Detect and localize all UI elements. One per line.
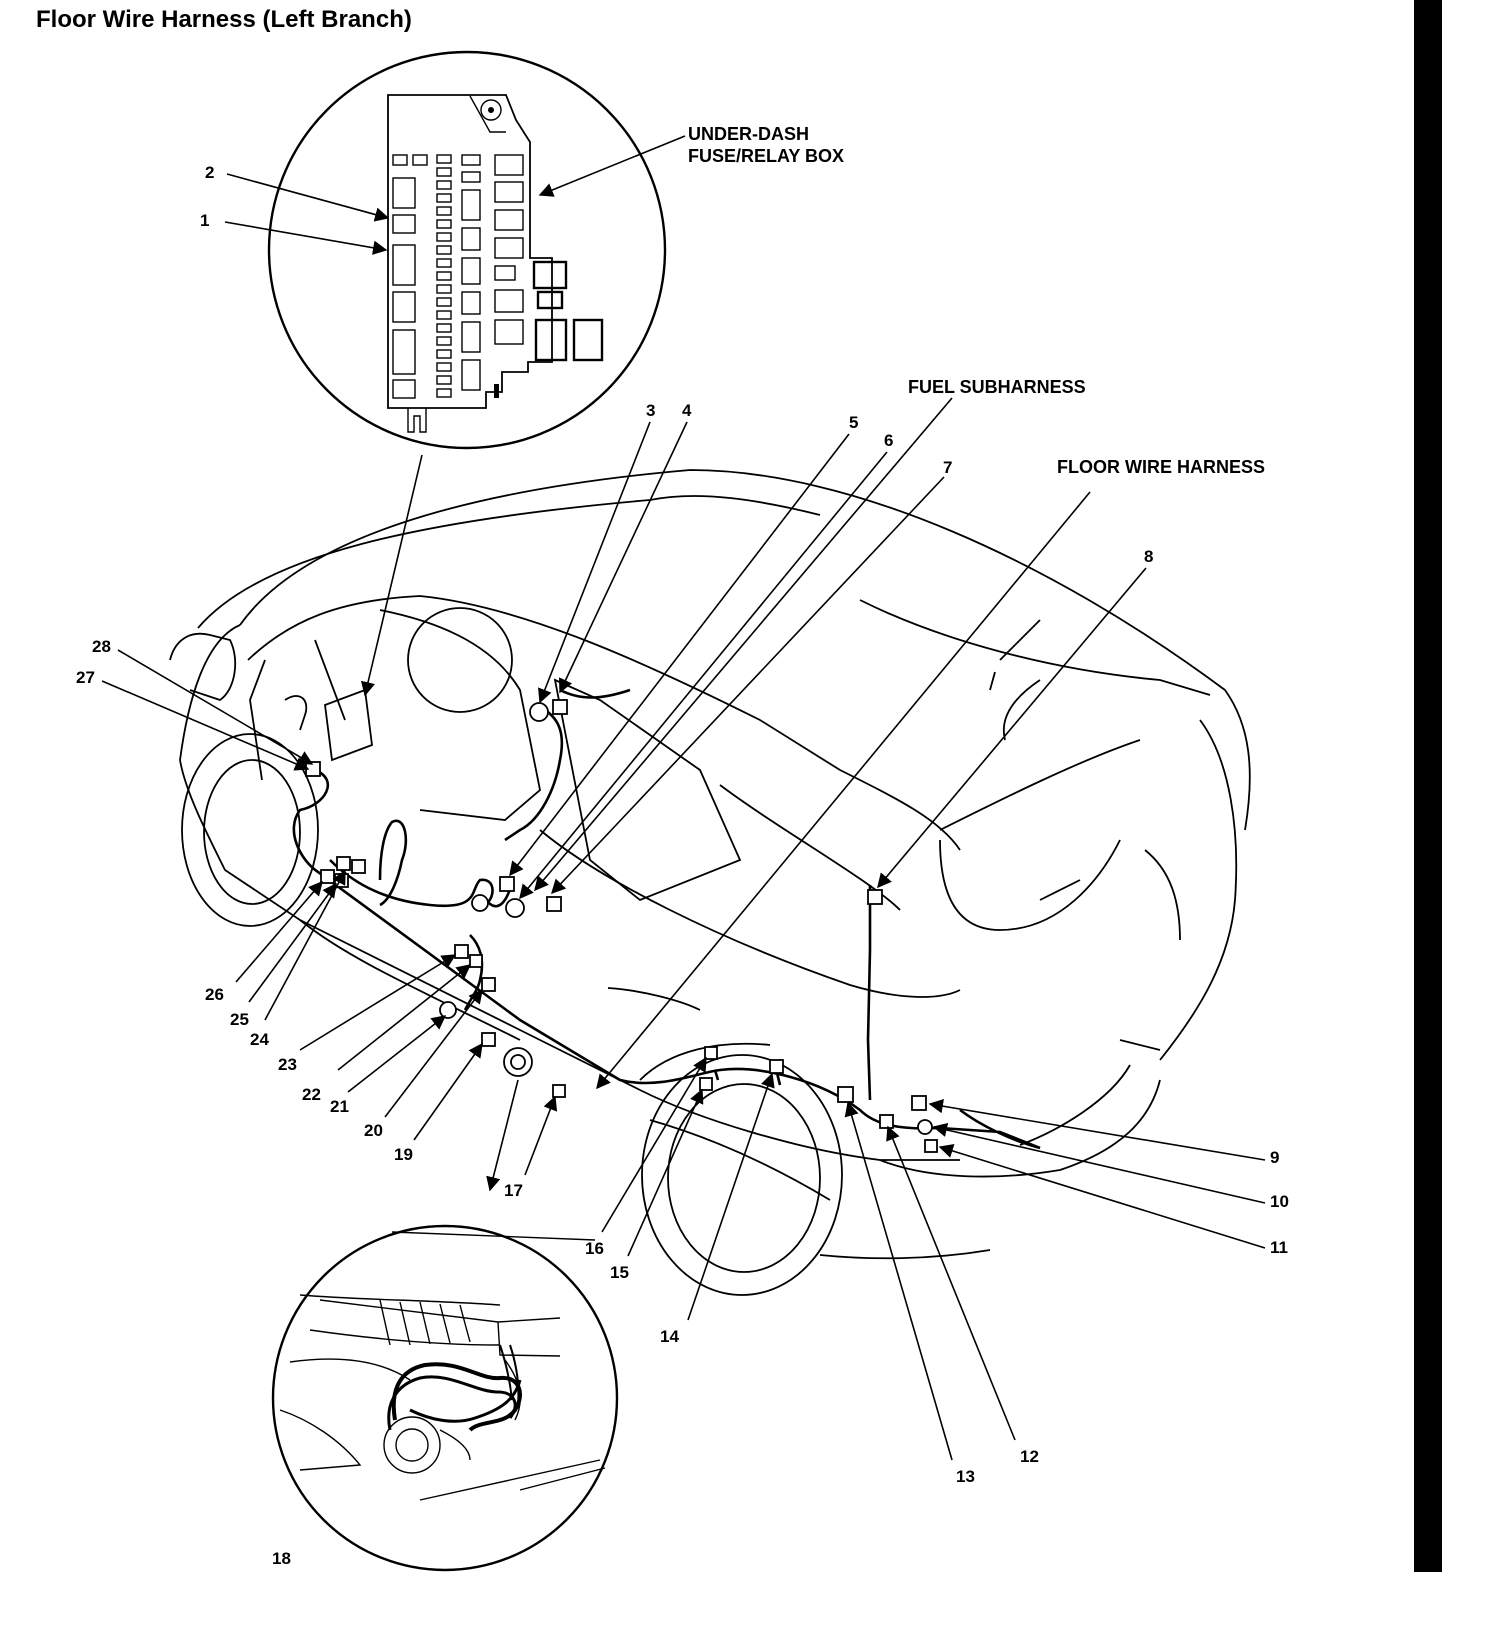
callout-19: 19 (394, 1145, 413, 1164)
fuse-box-detail (267, 50, 667, 450)
callout-17: 17 (504, 1181, 523, 1200)
callout-26: 26 (205, 985, 224, 1004)
label-fuel-subharness: FUEL SUBHARNESS (908, 377, 1086, 397)
callout-8: 8 (1144, 547, 1153, 566)
callout-10: 10 (1270, 1192, 1289, 1211)
label-fuse-box-line1: UNDER-DASH (688, 124, 809, 144)
connector-21 (439, 1001, 457, 1019)
callout-22: 22 (302, 1085, 321, 1104)
connector-13 (837, 1086, 854, 1103)
grommet-wire-bundle (387, 1344, 522, 1432)
callout-21: 21 (330, 1097, 349, 1116)
grommet (383, 1416, 441, 1474)
label-floor-wire-harness: FLOOR WIRE HARNESS (1057, 457, 1265, 477)
callout-18: 18 (272, 1549, 291, 1568)
callout-labels: 2 1 3 4 5 6 7 8 9 10 11 12 13 14 15 16 1… (76, 163, 1289, 1568)
fuse-relay-box-drawing (387, 94, 604, 433)
connector-8 (867, 889, 883, 905)
callout-16: 16 (585, 1239, 604, 1258)
grommet-detail-circle (271, 1224, 619, 1572)
connector-23 (454, 944, 469, 959)
front-wheel (181, 733, 319, 927)
callout-1: 1 (200, 211, 209, 230)
callout-27: 27 (76, 668, 95, 687)
connector-22 (469, 954, 483, 968)
connector-9 (911, 1095, 927, 1111)
vehicle-body (169, 469, 1251, 1296)
callout-28: 28 (92, 637, 111, 656)
connector-3 (529, 702, 549, 722)
connector-19 (481, 1032, 496, 1047)
page-edge-bar (1414, 0, 1442, 1572)
callout-6: 6 (884, 431, 893, 450)
connector-10 (917, 1119, 933, 1135)
connector-4 (552, 699, 568, 715)
rear-wheel (641, 1054, 843, 1296)
callout-14: 14 (660, 1327, 679, 1346)
callout-20: 20 (364, 1121, 383, 1140)
connector-15 (699, 1077, 713, 1091)
label-fuse-box-line2: FUSE/RELAY BOX (688, 146, 844, 166)
connector-fuel (471, 894, 489, 912)
callout-25: 25 (230, 1010, 249, 1029)
callout-12: 12 (1020, 1447, 1039, 1466)
connector-17 (552, 1084, 566, 1098)
callout-23: 23 (278, 1055, 297, 1074)
component-labels: UNDER-DASH FUSE/RELAY BOX FUEL SUBHARNES… (688, 124, 1265, 477)
callout-3: 3 (646, 401, 655, 420)
callout-9: 9 (1270, 1148, 1279, 1167)
grommet-detail (271, 1224, 619, 1572)
connector-6 (505, 898, 525, 918)
connector-23-top (351, 859, 366, 874)
connector-16 (704, 1046, 718, 1060)
callout-15: 15 (610, 1263, 629, 1282)
callout-13: 13 (956, 1467, 975, 1486)
connector-28 (305, 761, 321, 777)
harness-wires (292, 688, 1041, 1150)
connector-5 (499, 876, 515, 892)
callout-7: 7 (943, 458, 952, 477)
connector-7 (546, 896, 562, 912)
connector-20 (481, 977, 496, 992)
leader-lines (101, 135, 1266, 1491)
callout-4: 4 (682, 401, 692, 420)
callout-2: 2 (205, 163, 214, 182)
connectors (305, 699, 938, 1153)
connector-26 (320, 869, 335, 884)
connector-24 (336, 856, 351, 871)
callout-5: 5 (849, 413, 858, 432)
connector-14 (769, 1059, 784, 1074)
callout-11: 11 (1270, 1238, 1288, 1257)
diagram-title: Floor Wire Harness (Left Branch) (36, 6, 412, 33)
callout-24: 24 (250, 1030, 269, 1049)
connector-11 (924, 1139, 938, 1153)
connector-12 (879, 1114, 894, 1129)
